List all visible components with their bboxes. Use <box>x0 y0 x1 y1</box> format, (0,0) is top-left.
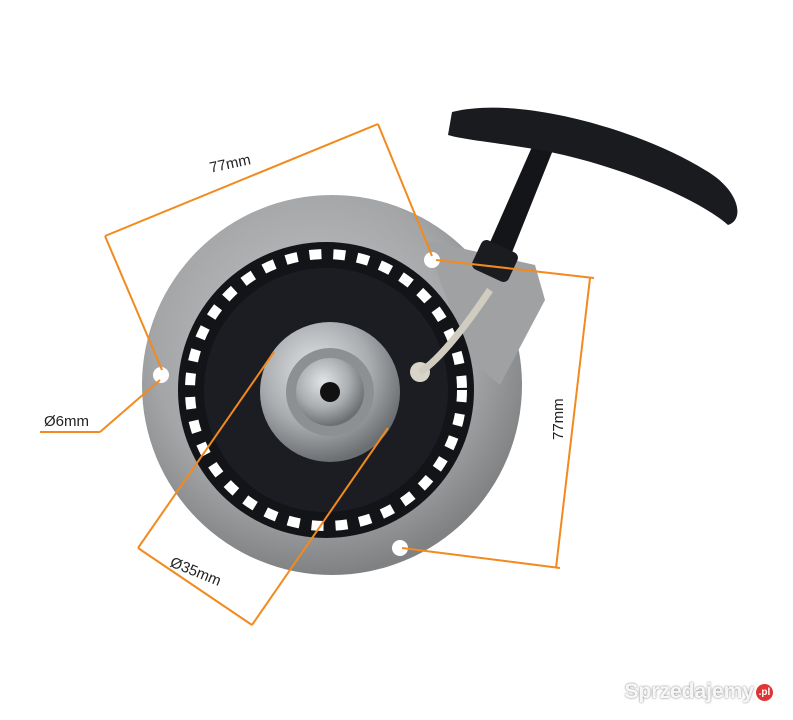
dimension-lines <box>40 123 595 626</box>
pull-handle <box>448 107 738 282</box>
watermark-text: Sprzedajemy <box>624 680 754 703</box>
mount-hole-left <box>153 367 169 383</box>
metal-hub <box>260 322 400 462</box>
mount-hole-top <box>424 252 440 268</box>
starter-rope <box>418 288 493 375</box>
dimension-label-height: 77mm <box>550 398 567 440</box>
watermark-badge: .pl <box>756 683 773 701</box>
watermark: Sprzedajemy .pl <box>624 680 773 704</box>
dimension-label-hole: Ø6mm <box>44 413 89 430</box>
mount-hole-bottom <box>392 540 408 556</box>
